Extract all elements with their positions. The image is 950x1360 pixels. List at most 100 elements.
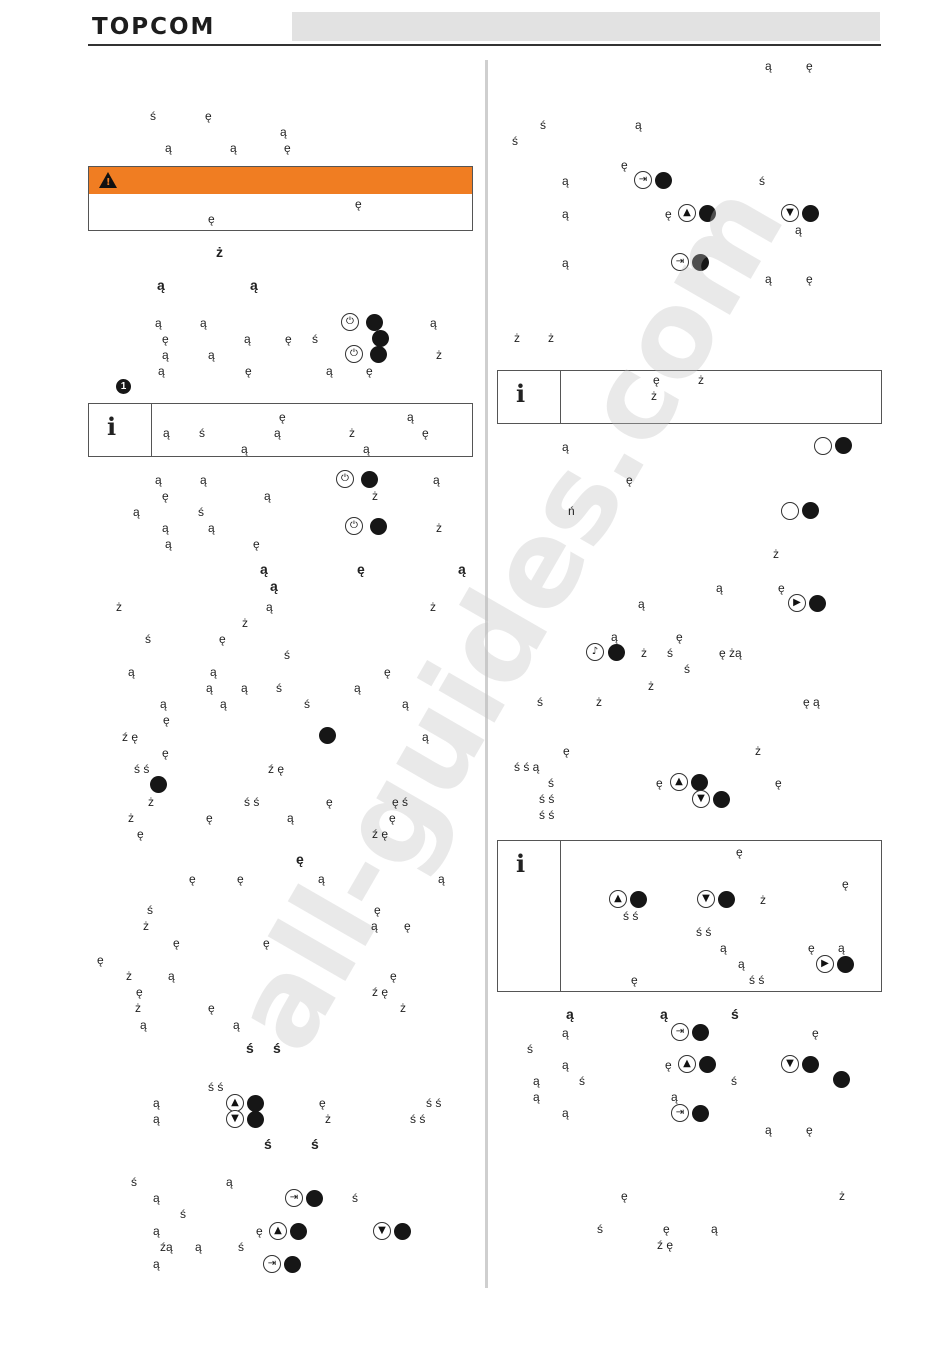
text-fragment: ś	[198, 505, 204, 519]
text-fragment: ą	[318, 872, 325, 886]
text-fragment: ą	[533, 1090, 540, 1104]
text-fragment: ę	[663, 1222, 670, 1236]
heading-fragment: ę	[296, 851, 304, 867]
info-icon: i	[516, 849, 526, 878]
text-fragment: ż	[126, 969, 132, 983]
power-icon: ⏻	[341, 313, 359, 331]
text-fragment: ę	[162, 489, 169, 503]
brand-logo: TOPCOM	[92, 14, 216, 40]
heading-fragment: ś	[273, 1040, 281, 1056]
text-fragment: ą	[562, 1026, 569, 1040]
text-fragment: ę	[326, 795, 333, 809]
info-text-fragment: ą	[720, 941, 727, 955]
button-dot	[630, 891, 647, 908]
text-fragment: ę	[806, 272, 813, 286]
text-fragment: ę	[163, 713, 170, 727]
text-fragment: ą	[226, 1175, 233, 1189]
text-fragment: ś	[304, 697, 310, 711]
button-dot	[699, 205, 716, 222]
info-text-fragment: ż	[698, 373, 704, 387]
text-fragment: ą	[162, 348, 169, 362]
heading-fragment: ś	[264, 1136, 272, 1152]
text-fragment: ę	[656, 776, 663, 790]
text-fragment: ś ś	[539, 792, 555, 806]
text-fragment: ą	[264, 489, 271, 503]
button-dot	[394, 1223, 411, 1240]
heading-fragment: ę	[357, 561, 365, 577]
text-fragment: ą	[765, 272, 772, 286]
text-fragment: ę	[676, 630, 683, 644]
text-fragment: ę	[285, 332, 292, 346]
button-dot	[802, 502, 819, 519]
text-fragment: ś	[527, 1042, 533, 1056]
text-fragment: ę	[97, 953, 104, 967]
warning-header: !	[89, 167, 472, 194]
text-fragment: ś ś	[244, 795, 260, 809]
text-fragment: ę	[219, 632, 226, 646]
text-fragment: ą	[371, 919, 378, 933]
down-arrow-icon: ▼	[781, 204, 799, 222]
text-fragment: ą	[230, 141, 237, 155]
text-fragment: ą	[220, 697, 227, 711]
text-fragment: ą	[562, 1106, 569, 1120]
button-dot	[718, 891, 735, 908]
text-fragment: ę	[136, 985, 143, 999]
enter-icon: ⇥	[671, 1104, 689, 1122]
heading-fragment: ą	[660, 1006, 668, 1022]
text-fragment: ę	[162, 746, 169, 760]
info-text-fragment: ż	[651, 389, 657, 403]
down-arrow-icon: ▼	[226, 1110, 244, 1128]
text-fragment: ę	[319, 1096, 326, 1110]
text-fragment: ż	[325, 1112, 331, 1126]
text-fragment: ą	[153, 1096, 160, 1110]
enter-icon: ⇥	[671, 253, 689, 271]
text-fragment: ę	[812, 1026, 819, 1040]
text-fragment: ą	[765, 59, 772, 73]
info-text-fragment: ę	[808, 941, 815, 955]
text-fragment: ę	[621, 158, 628, 172]
text-fragment: ę	[775, 776, 782, 790]
text-fragment: ż	[773, 547, 779, 561]
heading-fragment: ś	[731, 1006, 739, 1022]
text-fragment: ą	[716, 581, 723, 595]
button-dot	[655, 172, 672, 189]
button-dot	[809, 595, 826, 612]
text-fragment: ę	[374, 903, 381, 917]
info-text-fragment: ą	[363, 442, 370, 456]
text-fragment: ź ę	[372, 985, 389, 999]
text-fragment: ą	[168, 969, 175, 983]
button-dot	[691, 774, 708, 791]
text-fragment: ż	[641, 646, 647, 660]
text-fragment: ą	[438, 872, 445, 886]
header-rule	[88, 44, 881, 46]
text-fragment: ś	[145, 632, 151, 646]
text-fragment: ż	[242, 616, 248, 630]
info-text-fragment: ś ś	[623, 909, 639, 923]
info-text-fragment: ę	[422, 426, 429, 440]
text-fragment: ż	[143, 919, 149, 933]
text-fragment: ą	[266, 600, 273, 614]
down-arrow-icon: ▼	[697, 890, 715, 908]
up-arrow-icon: ▲	[269, 1222, 287, 1240]
button-dot	[306, 1190, 323, 1207]
text-fragment: ę	[284, 141, 291, 155]
button-dot	[247, 1111, 264, 1128]
up-arrow-icon: ▲	[678, 1055, 696, 1073]
empty-button-icon	[781, 502, 799, 520]
text-fragment: ź ę	[372, 827, 389, 841]
text-fragment: ś ś	[410, 1112, 426, 1126]
info-icon: i	[107, 412, 117, 441]
text-fragment: ś	[238, 1240, 244, 1254]
text-fragment: ś	[540, 118, 546, 132]
text-fragment: ę	[665, 1058, 672, 1072]
text-fragment: ą	[195, 1240, 202, 1254]
text-fragment: ś	[180, 1207, 186, 1221]
info-text-fragment: ą	[407, 410, 414, 424]
info-text-fragment: ę	[631, 973, 638, 987]
info-text-fragment: ś ś	[749, 973, 765, 987]
text-fragment: ą	[244, 332, 251, 346]
text-fragment: ś	[352, 1191, 358, 1205]
text-fragment: ą	[165, 537, 172, 551]
up-arrow-icon: ▲	[670, 773, 688, 791]
text-fragment: ę	[205, 109, 212, 123]
